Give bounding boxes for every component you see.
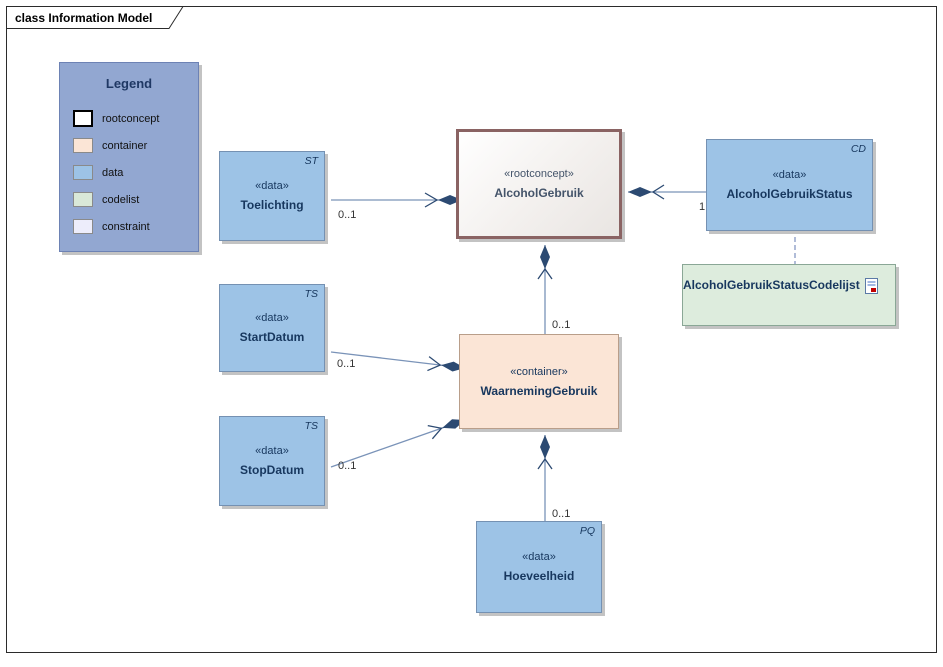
legend-items: rootconcept container data codelist cons… (60, 105, 198, 240)
class-stereotype: «data» (522, 551, 556, 563)
frame-tab-title: class Information Model (15, 11, 152, 25)
connector-waarneming-to-alcoholgebruik[interactable]: 0..1 (537, 245, 570, 340)
document-icon (864, 278, 878, 294)
connector-hoeveelheid-to-waarneming[interactable]: 0..1 (537, 435, 570, 527)
class-box-alcoholgebruikstatuscodelijst[interactable]: AlcoholGebruikStatusCodelijst (682, 264, 896, 326)
multiplicity-label: 0..1 (552, 319, 570, 331)
composition-diamond (540, 245, 550, 269)
legend-item-label: container (102, 139, 148, 152)
class-name: StartDatum (239, 330, 305, 344)
class-stereotype: «container» (510, 365, 568, 378)
legend-item-container: container (73, 132, 198, 159)
connector-startdatum-to-waarneming[interactable]: 0..1 (330, 351, 466, 375)
class-name: AlcoholGebruikStatus (726, 187, 853, 201)
datatype-tag: PQ (579, 525, 595, 537)
rootconcept-swatch (73, 110, 93, 127)
class-box-waarneminggebruik[interactable]: «container» WaarnemingGebruik (459, 334, 619, 429)
datatype-tag: TS (304, 420, 318, 432)
frame-tab-shape (6, 6, 184, 29)
class-name: StopDatum (240, 463, 304, 477)
frame-tab: class Information Model (6, 6, 184, 29)
class-box-startdatum[interactable]: TS «data» StartDatum (219, 284, 325, 372)
datatype-tag: ST (304, 155, 318, 167)
connector-stopdatum-to-waarneming[interactable]: 0..1 (330, 413, 467, 472)
datatype-tag: CD (850, 143, 866, 155)
legend: Legend rootconcept container data codeli… (59, 62, 199, 252)
constraint-swatch (73, 219, 93, 234)
datatype-tag: TS (304, 288, 318, 300)
connector-toelichting-to-alcoholgebruik[interactable]: 0..1 (331, 192, 462, 221)
legend-item-label: rootconcept (102, 112, 160, 125)
legend-item-data: data (73, 159, 198, 186)
class-box-toelichting[interactable]: ST «data» Toelichting (219, 151, 325, 241)
legend-item-rootconcept: rootconcept (73, 105, 198, 132)
data-swatch (73, 165, 93, 180)
class-box-alcoholgebruik[interactable]: «rootconcept» AlcoholGebruik (456, 129, 622, 239)
multiplicity-label: 1 (699, 201, 705, 213)
legend-item-codelist: codelist (73, 186, 198, 213)
legend-item-constraint: constraint (73, 213, 198, 240)
container-swatch (73, 138, 93, 153)
legend-title: Legend (105, 76, 153, 91)
legend-item-label: constraint (102, 220, 150, 233)
multiplicity-label: 0..1 (338, 209, 356, 221)
class-stereotype: «rootconcept» (504, 168, 574, 180)
multiplicity-label: 0..1 (338, 460, 356, 472)
composition-diamond (628, 187, 652, 197)
legend-item-label: codelist (102, 193, 140, 206)
class-name: Hoeveelheid (503, 569, 575, 583)
class-stereotype: «data» (255, 180, 289, 192)
class-box-alcoholgebruikstatus[interactable]: CD «data» AlcoholGebruikStatus (706, 139, 873, 231)
class-box-stopdatum[interactable]: TS «data» StopDatum (219, 416, 325, 506)
class-name: Toelichting (240, 198, 304, 212)
class-box-hoeveelheid[interactable]: PQ «data» Hoeveelheid (476, 521, 602, 613)
class-stereotype: «data» (255, 445, 289, 457)
multiplicity-label: 0..1 (552, 508, 570, 520)
class-name: WaarnemingGebruik (480, 383, 598, 398)
diagram-frame: class Information Model 0..1 1 0..1 (6, 6, 937, 653)
legend-item-label: data (102, 166, 124, 179)
codelist-swatch (73, 192, 93, 207)
class-stereotype: «data» (255, 312, 289, 324)
connector-status-to-alcoholgebruik[interactable]: 1 (628, 184, 712, 213)
class-name: AlcoholGebruikStatusCodelijst (683, 278, 860, 292)
composition-diamond (540, 435, 550, 459)
class-name: AlcoholGebruik (494, 186, 584, 200)
class-stereotype: «data» (772, 169, 807, 181)
multiplicity-label: 0..1 (337, 358, 355, 370)
